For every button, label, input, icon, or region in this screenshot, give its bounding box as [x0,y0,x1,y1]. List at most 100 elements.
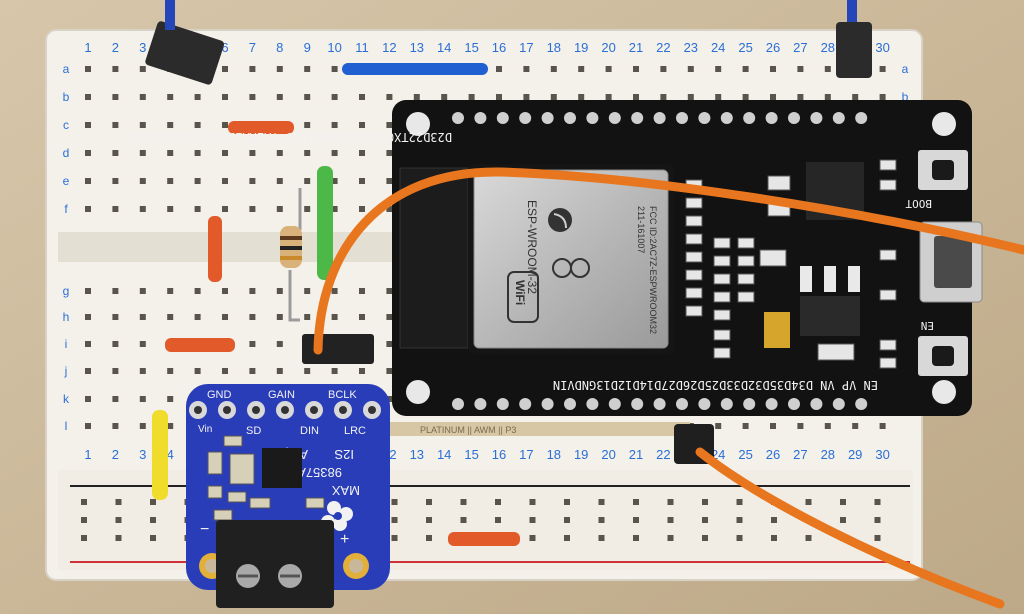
smd-component [879,339,897,351]
breadboard-hole [85,150,91,156]
esp32-pin [855,398,868,410]
breadboard-hole [167,288,174,294]
breadboard-hole [139,314,146,320]
breadboard-hole [276,368,283,374]
smd-component [685,287,703,299]
smd-component [737,291,755,303]
rail-hole [667,517,674,523]
breadboard-hole [139,423,146,429]
breadboard-hole [359,150,365,156]
smd-component [685,197,703,209]
breadboard-hole [249,66,256,72]
breadboard-hole [550,94,557,100]
breadboard-hole [331,94,338,100]
column-number: 14 [437,40,451,55]
row-letter: j [64,364,68,378]
breadboard-hole [222,206,228,212]
rail-hole [81,517,87,523]
espressif-logo-icon [548,208,572,232]
breadboard-hole [496,66,502,72]
smd-component [713,347,731,359]
breadboard-hole [167,94,174,100]
breadboard-hole [359,178,365,184]
esp32-pin [720,398,733,410]
mount-hole [932,380,956,404]
column-number: 19 [574,40,588,55]
breadboard-hole [85,341,91,347]
breadboard-hole [222,314,228,320]
column-number: 30 [875,447,889,462]
breadboard-hole [249,341,256,347]
esp32-pin [676,112,688,124]
breadboard-hole [633,66,639,72]
smd-component [737,255,755,267]
breadboard-hole [879,94,886,100]
breadboard-hole [523,66,530,72]
breadboard-hole [85,396,91,402]
rail-hole [460,499,467,505]
breadboard-hole [742,66,749,72]
breadboard-hole [742,423,749,429]
column-number: 4 [167,447,174,462]
breadboard-hole [276,150,283,156]
column-number: 13 [410,447,424,462]
row-letter: k [63,392,70,406]
smd-component [207,451,223,475]
rail-hole [426,499,432,505]
breadboard-hole [276,94,283,100]
breadboard-hole [687,94,694,100]
breadboard-hole [304,288,311,294]
rail-hole [702,535,708,541]
smd-component [223,435,243,447]
breadboard-hole [331,178,338,184]
rail-hole [805,499,812,505]
smd-component [713,309,731,321]
breadboard-hole [194,368,201,374]
breadboard-hole [194,94,201,100]
esp32-pin [676,398,688,410]
breadboard-hole [167,396,174,402]
smd-component [713,329,731,341]
esp32-pin [698,112,711,124]
breadboard-hole [167,423,174,429]
rail-hole [81,499,87,505]
column-number: 3 [139,40,146,55]
esp32-pin [496,112,509,124]
esp32-pin [653,398,666,410]
amp-mount-hole-left-inner [205,559,219,573]
breadboard-hole [386,368,393,374]
rail-hole [667,535,674,541]
breadboard-hole [687,66,694,72]
row-letter: g [63,284,70,298]
column-number: 1 [84,40,91,55]
breadboard-hole [276,341,283,347]
breadboard-hole [359,206,365,212]
resistor-band [280,236,302,240]
breadboard-hole [715,66,722,72]
breadboard-hole [633,94,639,100]
esp32-pin [541,398,554,410]
regulator-tab-2 [824,266,836,292]
breadboard-hole [605,94,612,100]
breadboard-hole [304,66,311,72]
rail-hole [150,499,156,505]
smd-component [227,491,247,503]
breadboard-hole [139,66,146,72]
wifi-logo-text: WiFi [513,280,527,305]
breadboard-hole [222,150,228,156]
mount-hole [406,112,430,136]
smd-component [879,357,897,369]
column-number: 18 [547,40,561,55]
row-letter: a [63,62,70,76]
row-letter: b [63,90,70,104]
breadboard-hole [413,94,420,100]
breadboard-hole [85,423,91,429]
breadboard-hole [249,288,256,294]
breadboard-hole [304,368,311,374]
breadboard-hole [605,66,612,72]
smd-component [685,233,703,245]
breadboard-hole [85,66,91,72]
column-number: 2 [112,40,119,55]
amp-mount-hole-right-inner [349,559,363,573]
breadboard-hole [386,94,393,100]
